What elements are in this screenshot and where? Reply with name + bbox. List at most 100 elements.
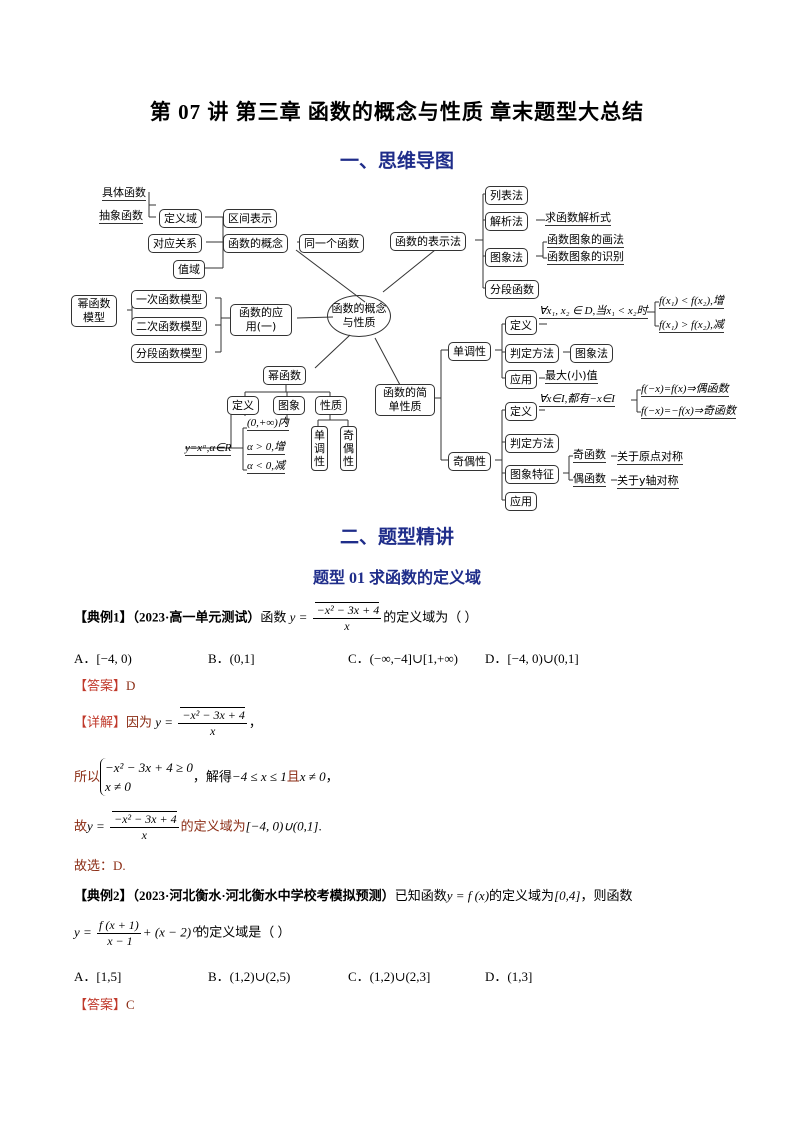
detail-y: y = <box>155 714 174 730</box>
node-graph-drawing: 函数图象的画法 <box>547 233 624 248</box>
topic-heading: 题型 01 求函数的定义域 <box>312 570 481 587</box>
node-mono-image: 图象法 <box>570 344 613 363</box>
example1-source: （2023·高一单元测试） <box>132 609 261 625</box>
node-mono-maxmin: 最大(小)值 <box>545 369 598 384</box>
node-par-even-fn: 偶函数 <box>573 472 606 487</box>
node-quadratic-model: 二次函数模型 <box>131 317 207 336</box>
node-pf-formula: y=xᵅ,α∈R <box>185 442 232 456</box>
node-piecewise: 分段函数 <box>485 280 539 299</box>
answer-label: 【答案】 <box>74 678 127 693</box>
therefore-text: 故 <box>74 818 88 834</box>
node-abstract-fn: 抽象函数 <box>99 209 143 224</box>
node-pf-monotonic: 单调性 <box>311 426 328 471</box>
node-par-judge: 判定方法 <box>505 434 559 453</box>
node-par-def: 定义 <box>505 402 537 421</box>
node-mono-inc: f(x₁) < f(x₂),增 <box>659 295 724 309</box>
example1-choice: 故选：D. <box>74 858 126 873</box>
node-pf-interval: (0,+∞)内 <box>247 417 289 431</box>
section-heading-types: 二、题型精讲 <box>339 527 454 548</box>
node-graph-recognition: 函数图象的识别 <box>547 250 624 265</box>
answer-value: D <box>126 678 136 693</box>
y-eq: y = <box>74 924 92 940</box>
example2-fraction: f (x + 1)x − 1 <box>97 918 141 949</box>
and-text: 且 <box>286 769 300 784</box>
node-par-def-cond: ∀x∈I,都有−x∈I <box>539 393 615 407</box>
node-mono-judge: 判定方法 <box>505 344 559 363</box>
denominator: x − 1 <box>105 933 133 948</box>
answer-value: C <box>126 997 135 1012</box>
node-piecewise-model: 分段函数模型 <box>131 344 207 363</box>
domain-is: 的定义域为 <box>180 818 246 834</box>
stem-mid: ，则函数 <box>580 888 633 903</box>
node-power-fn: 幂函数 <box>263 366 306 385</box>
system-line-1: −x² − 3x + 4 ≥ 0 <box>105 760 193 775</box>
node-concept: 函数的概念 <box>223 234 288 253</box>
numerator: −x² − 3x + 4 <box>180 707 245 722</box>
example2-option-a: A．[1,5] <box>74 969 122 984</box>
node-mono-def-cond: ∀x₁, x₂ ∈ D,当x₁ < x₂时 <box>539 305 648 319</box>
node-linear-model: 一次函数模型 <box>131 290 207 309</box>
node-range: 值域 <box>173 260 205 279</box>
node-pf-property: 性质 <box>315 396 347 415</box>
stem-post: 的定义域为（ ） <box>383 609 478 625</box>
stem-post: 的定义域是（ ） <box>196 924 291 940</box>
node-power-model: 幂函数模型 <box>71 295 117 327</box>
example2-stem: 【典例2】（2023·河北衡水·河北衡水中学校考模拟预测）已知函数y = f (… <box>74 887 744 905</box>
node-domain: 定义域 <box>159 209 202 228</box>
domain-value: [−4, 0)∪(0,1] <box>245 818 319 834</box>
solve-text: ，解得 <box>192 769 232 784</box>
node-par-odd: f(−x)=−f(x)⇒奇函数 <box>641 405 737 419</box>
example1-option-d: D．[−4, 0)∪(0,1] <box>485 651 579 666</box>
node-same-function: 同一个函数 <box>299 234 364 253</box>
example1-label: 【典例1】 <box>74 609 133 625</box>
neq-text: x ≠ 0 <box>299 769 326 784</box>
numerator: f (x + 1) <box>97 918 141 934</box>
numerator: −x² − 3x + 4 <box>112 811 177 826</box>
center-node: 函数的概念与性质 <box>327 295 391 337</box>
node-pf-graph: 图象 <box>273 396 305 415</box>
node-mono-app: 应用 <box>505 370 537 389</box>
node-par-odd-fn: 奇函数 <box>573 448 606 463</box>
example2-option-b: B．(1,2)∪(2,5) <box>208 969 291 984</box>
answer-label: 【答案】 <box>74 997 127 1012</box>
stem-fx: y = f (x) <box>446 888 490 903</box>
example2-option-d: D．(1,3] <box>485 969 533 984</box>
stem-domain-is: 的定义域为 <box>489 888 555 903</box>
node-par-app: 应用 <box>505 492 537 511</box>
example1-option-c: C．(−∞,−4]∪[1,+∞) <box>348 651 458 666</box>
system-line-2: x ≠ 0 <box>105 779 131 794</box>
node-mono-def: 定义 <box>505 316 537 335</box>
node-find-expression: 求函数解析式 <box>545 211 611 226</box>
detail-post: ， <box>248 714 262 730</box>
node-list-method: 列表法 <box>485 186 528 205</box>
example2-option-c: C．(1,2)∪(2,3] <box>348 969 431 984</box>
so-text: 所以 <box>74 769 101 784</box>
detail-label: 【详解】 <box>74 714 127 730</box>
detail-pre: 因为 <box>126 714 153 730</box>
node-analytic-method: 解析法 <box>485 212 528 231</box>
node-representation: 函数的表示法 <box>390 232 466 251</box>
equation-system: −x² − 3x + 4 ≥ 0 x ≠ 0 <box>100 758 193 796</box>
node-pf-decreasing: α < 0,减 <box>247 460 285 474</box>
node-correspondence: 对应关系 <box>148 234 202 253</box>
conclusion-y: y = <box>87 818 105 834</box>
node-pf-definition: 定义 <box>227 396 259 415</box>
node-par-odd-sym: 关于原点对称 <box>617 450 683 465</box>
example1-option-b: B．(0,1] <box>208 651 255 666</box>
stem-text: 函数 <box>260 609 287 625</box>
node-par-even: f(−x)=f(x)⇒偶函数 <box>641 383 729 397</box>
node-par-even-sym: 关于y轴对称 <box>617 474 679 489</box>
stem-domain-value: [0,4] <box>554 888 581 903</box>
node-interval: 区间表示 <box>223 209 277 228</box>
node-par-feature: 图象特征 <box>505 465 559 484</box>
example1-option-a: A．[−4, 0) <box>74 651 132 666</box>
node-parity: 奇偶性 <box>448 452 491 471</box>
node-simple-props: 函数的简单性质 <box>375 384 435 416</box>
example1-answer: 【答案】D <box>74 677 135 695</box>
denominator: x <box>141 828 147 842</box>
